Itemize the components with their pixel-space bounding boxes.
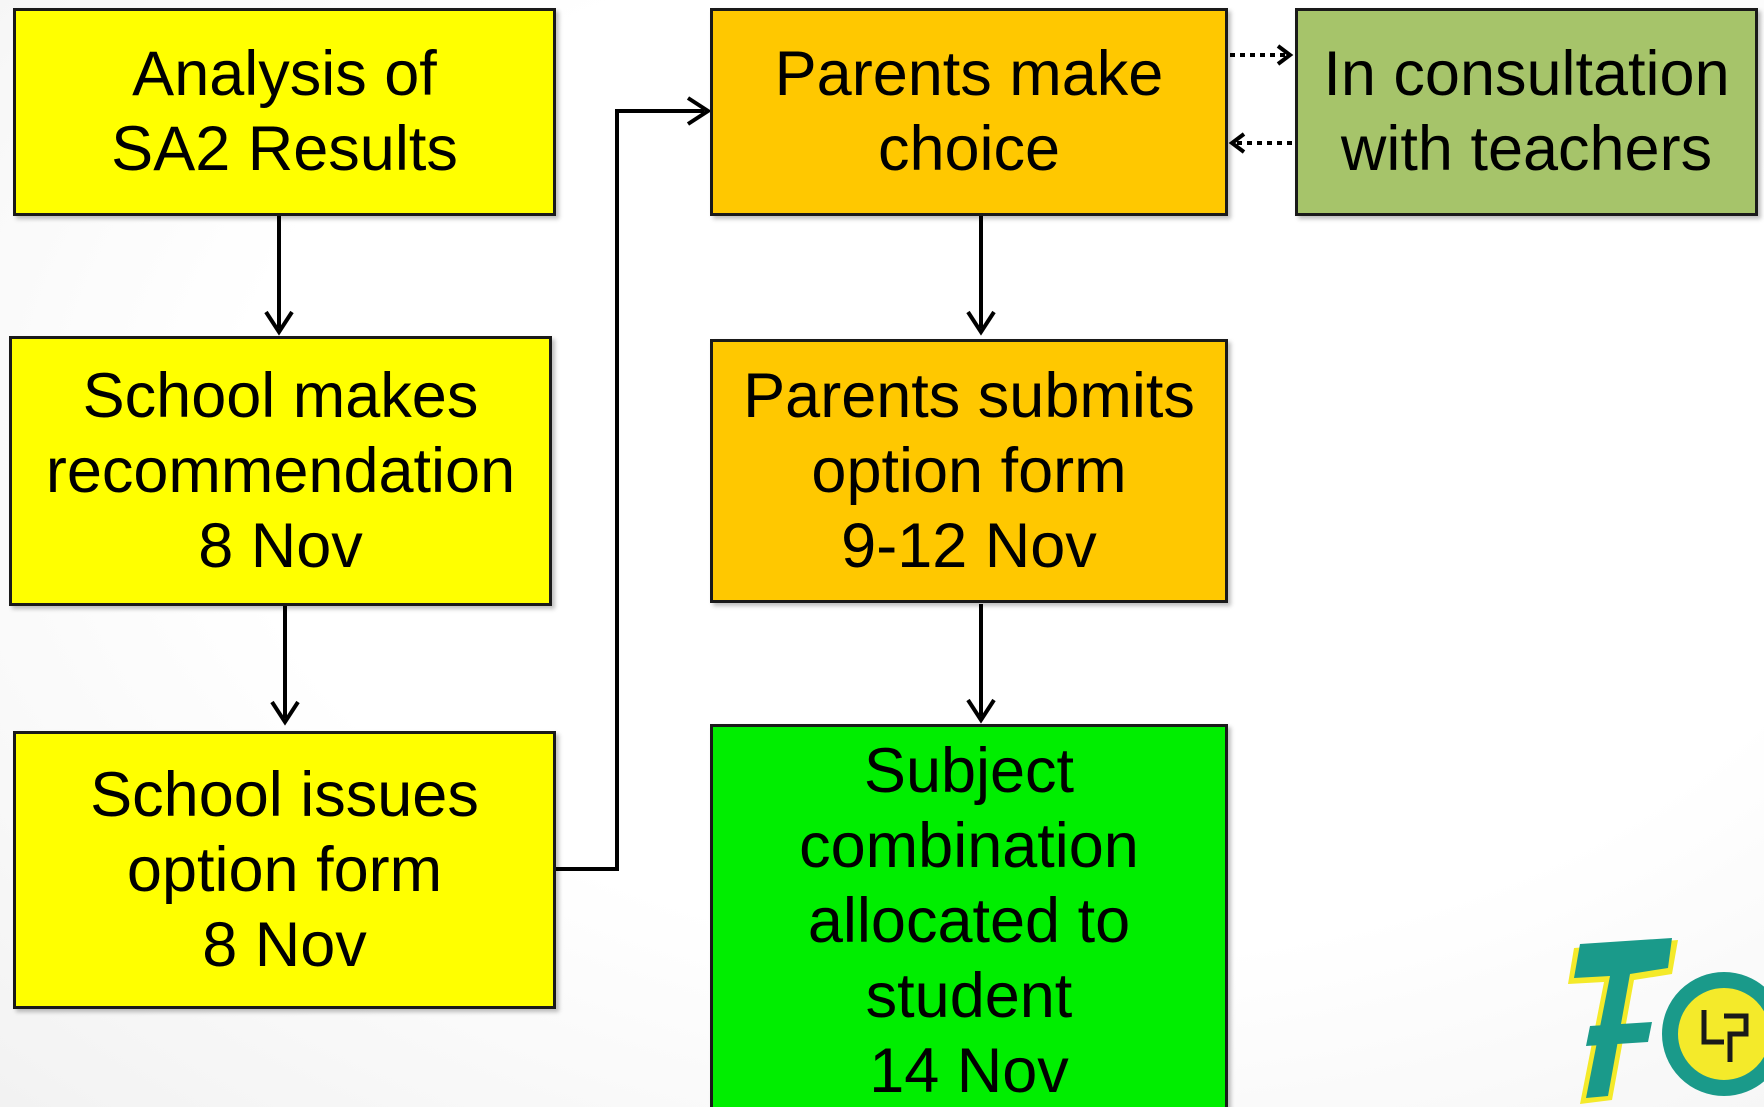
anniversary-70-logo-icon	[1568, 938, 1764, 1104]
issues-form-date: 8 Nov	[202, 909, 367, 980]
arrow-recommendation-to-issues-head	[270, 700, 300, 726]
consultation-box: In consultation with teachers	[1295, 8, 1758, 216]
parents-choice-box: Parents make choice	[710, 8, 1228, 216]
recommendation-date: 8 Nov	[198, 510, 363, 581]
issues-form-line-2: option form	[126, 834, 443, 905]
recommendation-line-1: School makes	[82, 360, 479, 431]
issues-form-line-1: School issues	[90, 759, 479, 830]
allocation-box: Subject combination allocated to student…	[710, 724, 1228, 1107]
arrow-choice-to-submit-head	[966, 310, 996, 336]
analysis-box: Analysis of SA2 Results	[13, 8, 556, 216]
allocation-line-3: allocated to	[807, 886, 1131, 956]
arrow-issues-to-parents-choice	[556, 109, 704, 871]
consultation-line-2: with teachers	[1340, 114, 1713, 184]
analysis-line-1: Analysis of	[132, 39, 437, 109]
arrow-analysis-to-recommendation-head	[264, 310, 294, 336]
recommendation-line-2: recommendation	[45, 435, 516, 506]
allocation-line-1: Subject	[863, 736, 1075, 806]
parents-choice-line-1: Parents make	[774, 39, 1164, 109]
arrow-submit-to-allocation-head	[966, 698, 996, 724]
allocation-line-2: combination	[799, 811, 1139, 881]
parents-choice-line-2: choice	[877, 114, 1061, 184]
arrow-issues-to-parents-choice-head	[686, 96, 712, 126]
submits-form-line-1: Parents submits	[743, 360, 1195, 431]
dotted-arrow-from-consultation-head	[1228, 132, 1246, 154]
allocation-line-4: student	[865, 961, 1073, 1031]
recommendation-box: School makes recommendation 8 Nov	[9, 336, 552, 606]
allocation-date: 14 Nov	[869, 1036, 1069, 1106]
dotted-arrow-to-consultation-head	[1276, 44, 1294, 66]
submits-form-date: 9-12 Nov	[841, 510, 1097, 581]
submits-form-box: Parents submits option form 9-12 Nov	[710, 339, 1228, 603]
issues-form-box: School issues option form 8 Nov	[13, 731, 556, 1009]
analysis-line-2: SA2 Results	[111, 114, 458, 184]
submits-form-line-2: option form	[811, 435, 1127, 506]
consultation-line-1: In consultation	[1323, 39, 1730, 109]
